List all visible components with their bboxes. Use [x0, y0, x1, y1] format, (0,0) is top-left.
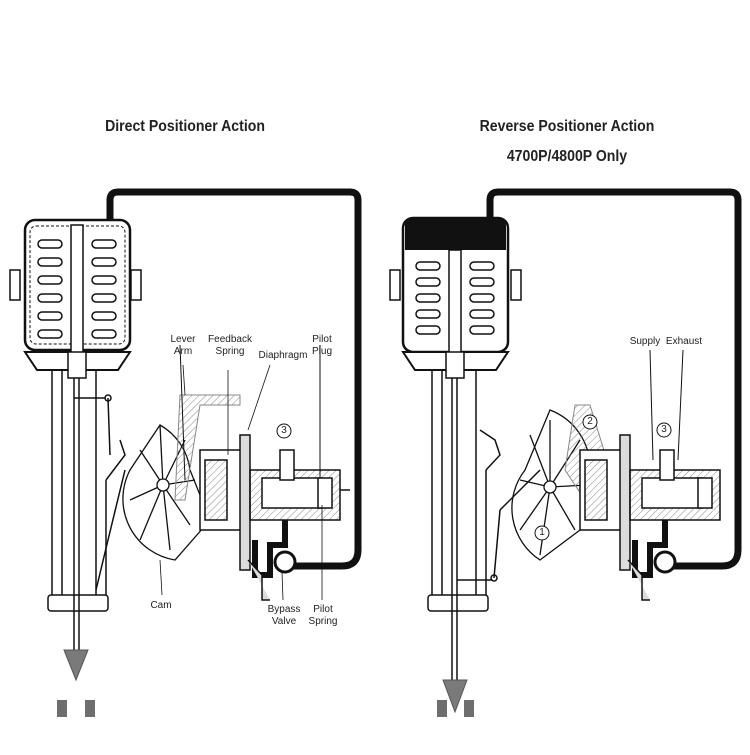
left-marker-square: [57, 700, 67, 717]
feedback-spring-label: Feedback Spring: [208, 334, 252, 357]
left-marker-square: [85, 700, 95, 717]
left-port-3-label: 3: [281, 425, 287, 436]
left-port-3-marker: [276, 423, 292, 439]
supply-label: Supply: [629, 336, 661, 347]
lever-arm-label: Lever Arm: [170, 334, 196, 357]
right-port-1-label: 1: [539, 527, 545, 538]
left-springs: [37, 239, 117, 339]
cam-label: Cam: [150, 600, 172, 611]
right-marker-square: [437, 700, 447, 717]
diaphragm-label: Diaphragm: [258, 350, 308, 361]
right-pressure-chamber: [405, 218, 506, 250]
right-marker-square: [464, 700, 474, 717]
right-port-3-label: 3: [661, 424, 667, 435]
left-actuator: [9, 218, 142, 379]
right-title: Reverse Positioner Action: [479, 118, 655, 135]
bypass-valve-label: Bypass Valve: [267, 604, 301, 627]
right-air-tube: [486, 188, 742, 570]
left-cam: [122, 424, 211, 561]
right-pilot-body: [579, 349, 721, 601]
right-subtitle: 4700P/4800P Only: [506, 148, 628, 165]
left-output-arrow: [63, 649, 89, 682]
left-title: Direct Positioner Action: [105, 118, 265, 135]
pilot-plug-label: Pilot Plug: [311, 334, 332, 357]
left-lever-arm: [174, 394, 241, 501]
right-port-3-marker: [656, 422, 672, 438]
right-yoke: [427, 370, 501, 690]
left-leader-lines: [159, 364, 323, 601]
pilot-spring-label: Pilot Spring: [308, 604, 338, 627]
right-assembly: [389, 188, 742, 717]
right-springs: [415, 261, 495, 335]
right-port-2-marker: [582, 414, 598, 430]
left-pilot-body: [199, 345, 350, 601]
right-port-1-marker: [534, 525, 550, 541]
right-output-arrow: [442, 679, 468, 714]
left-yoke: [47, 370, 126, 650]
left-assembly: [9, 188, 362, 717]
left-air-tube: [106, 188, 362, 570]
exhaust-label: Exhaust: [665, 336, 703, 347]
right-actuator: [389, 216, 522, 379]
right-port-2-label: 2: [587, 416, 593, 427]
